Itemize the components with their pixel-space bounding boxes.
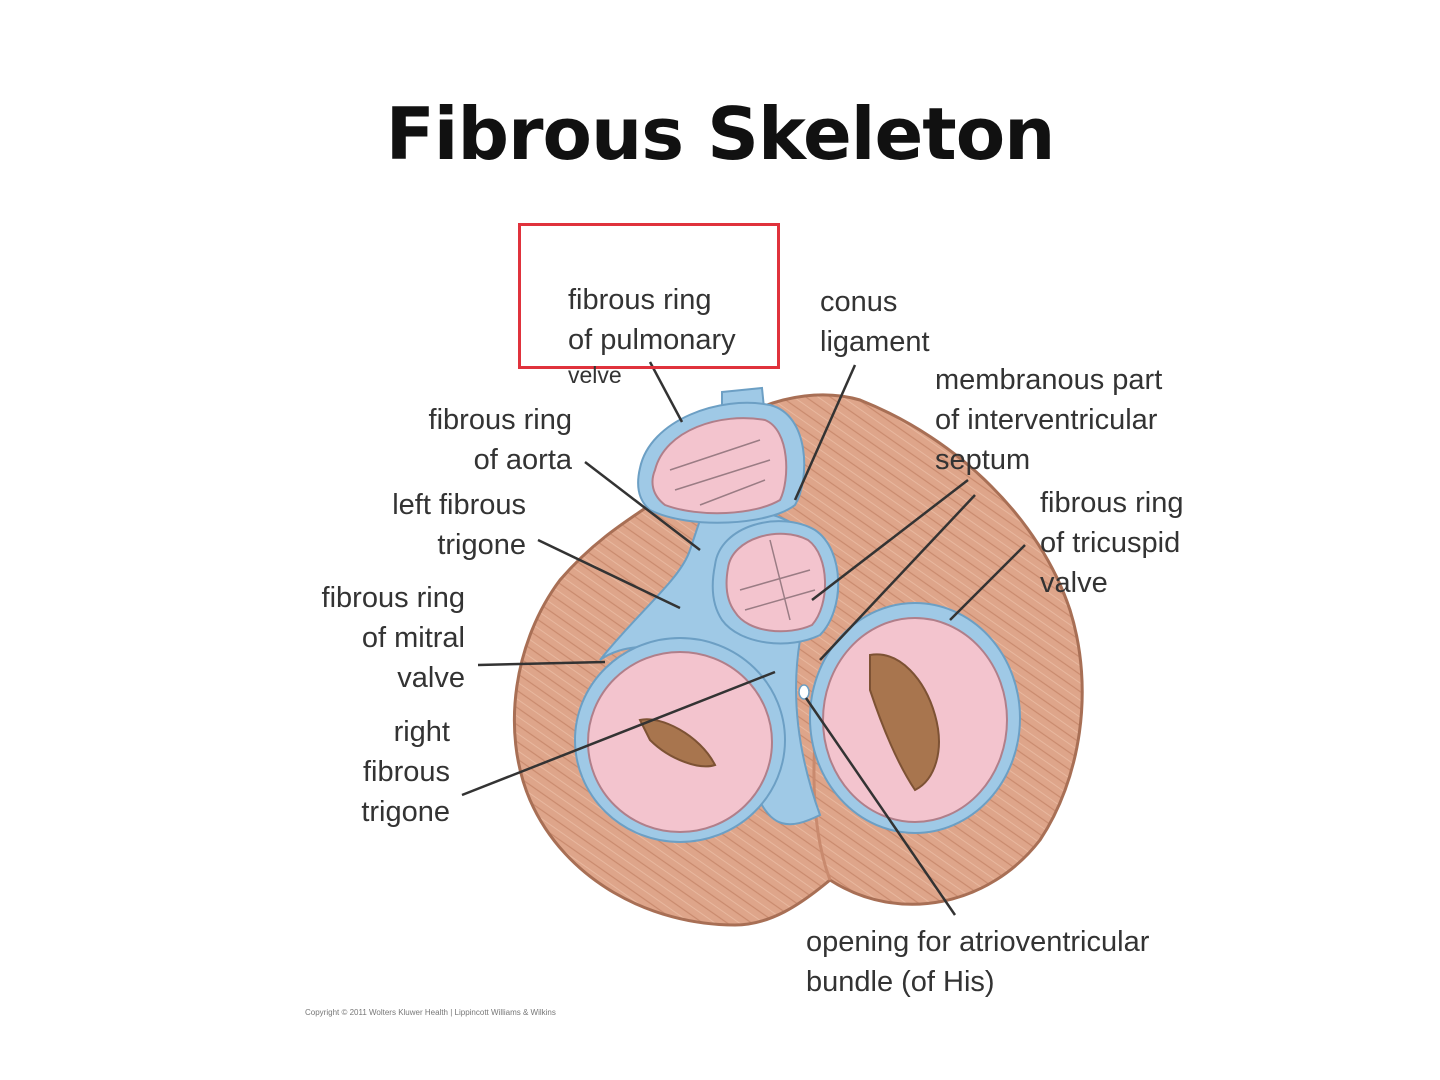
tricuspid-valve xyxy=(809,602,1021,834)
label-pulmonary-ring: fibrous ring of pulmonary velve xyxy=(568,240,736,430)
his-bundle-opening xyxy=(798,684,810,700)
label-membranous-septum: membranous part of interventricular sept… xyxy=(935,364,1163,476)
label-pulmonary-ring-text: fibrous ring of pulmonary xyxy=(568,284,736,356)
label-right-trigone: right fibrous trigone xyxy=(361,716,450,828)
page-title: Fibrous Skeleton xyxy=(385,92,1056,176)
label-conus-ligament: conus ligament xyxy=(820,286,930,358)
label-pulmonary-ring-correction: velve xyxy=(568,362,622,388)
pulmonary-valve xyxy=(637,386,806,524)
leader-lines xyxy=(461,361,1026,916)
copyright-notice: Copyright © 2011 Wolters Kluwer Health |… xyxy=(305,1008,556,1017)
label-mitral-ring: fibrous ring of mitral valve xyxy=(321,582,465,694)
label-his-bundle-opening: opening for atrioventricular bundle (of … xyxy=(806,926,1150,998)
label-aortic-ring: fibrous ring of aorta xyxy=(428,404,572,476)
mitral-valve xyxy=(574,637,786,843)
highlight-box xyxy=(518,223,780,369)
label-left-trigone: left fibrous trigone xyxy=(392,489,526,561)
label-tricuspid-ring: fibrous ring of tricuspid valve xyxy=(1040,487,1184,599)
aortic-valve xyxy=(711,520,840,645)
